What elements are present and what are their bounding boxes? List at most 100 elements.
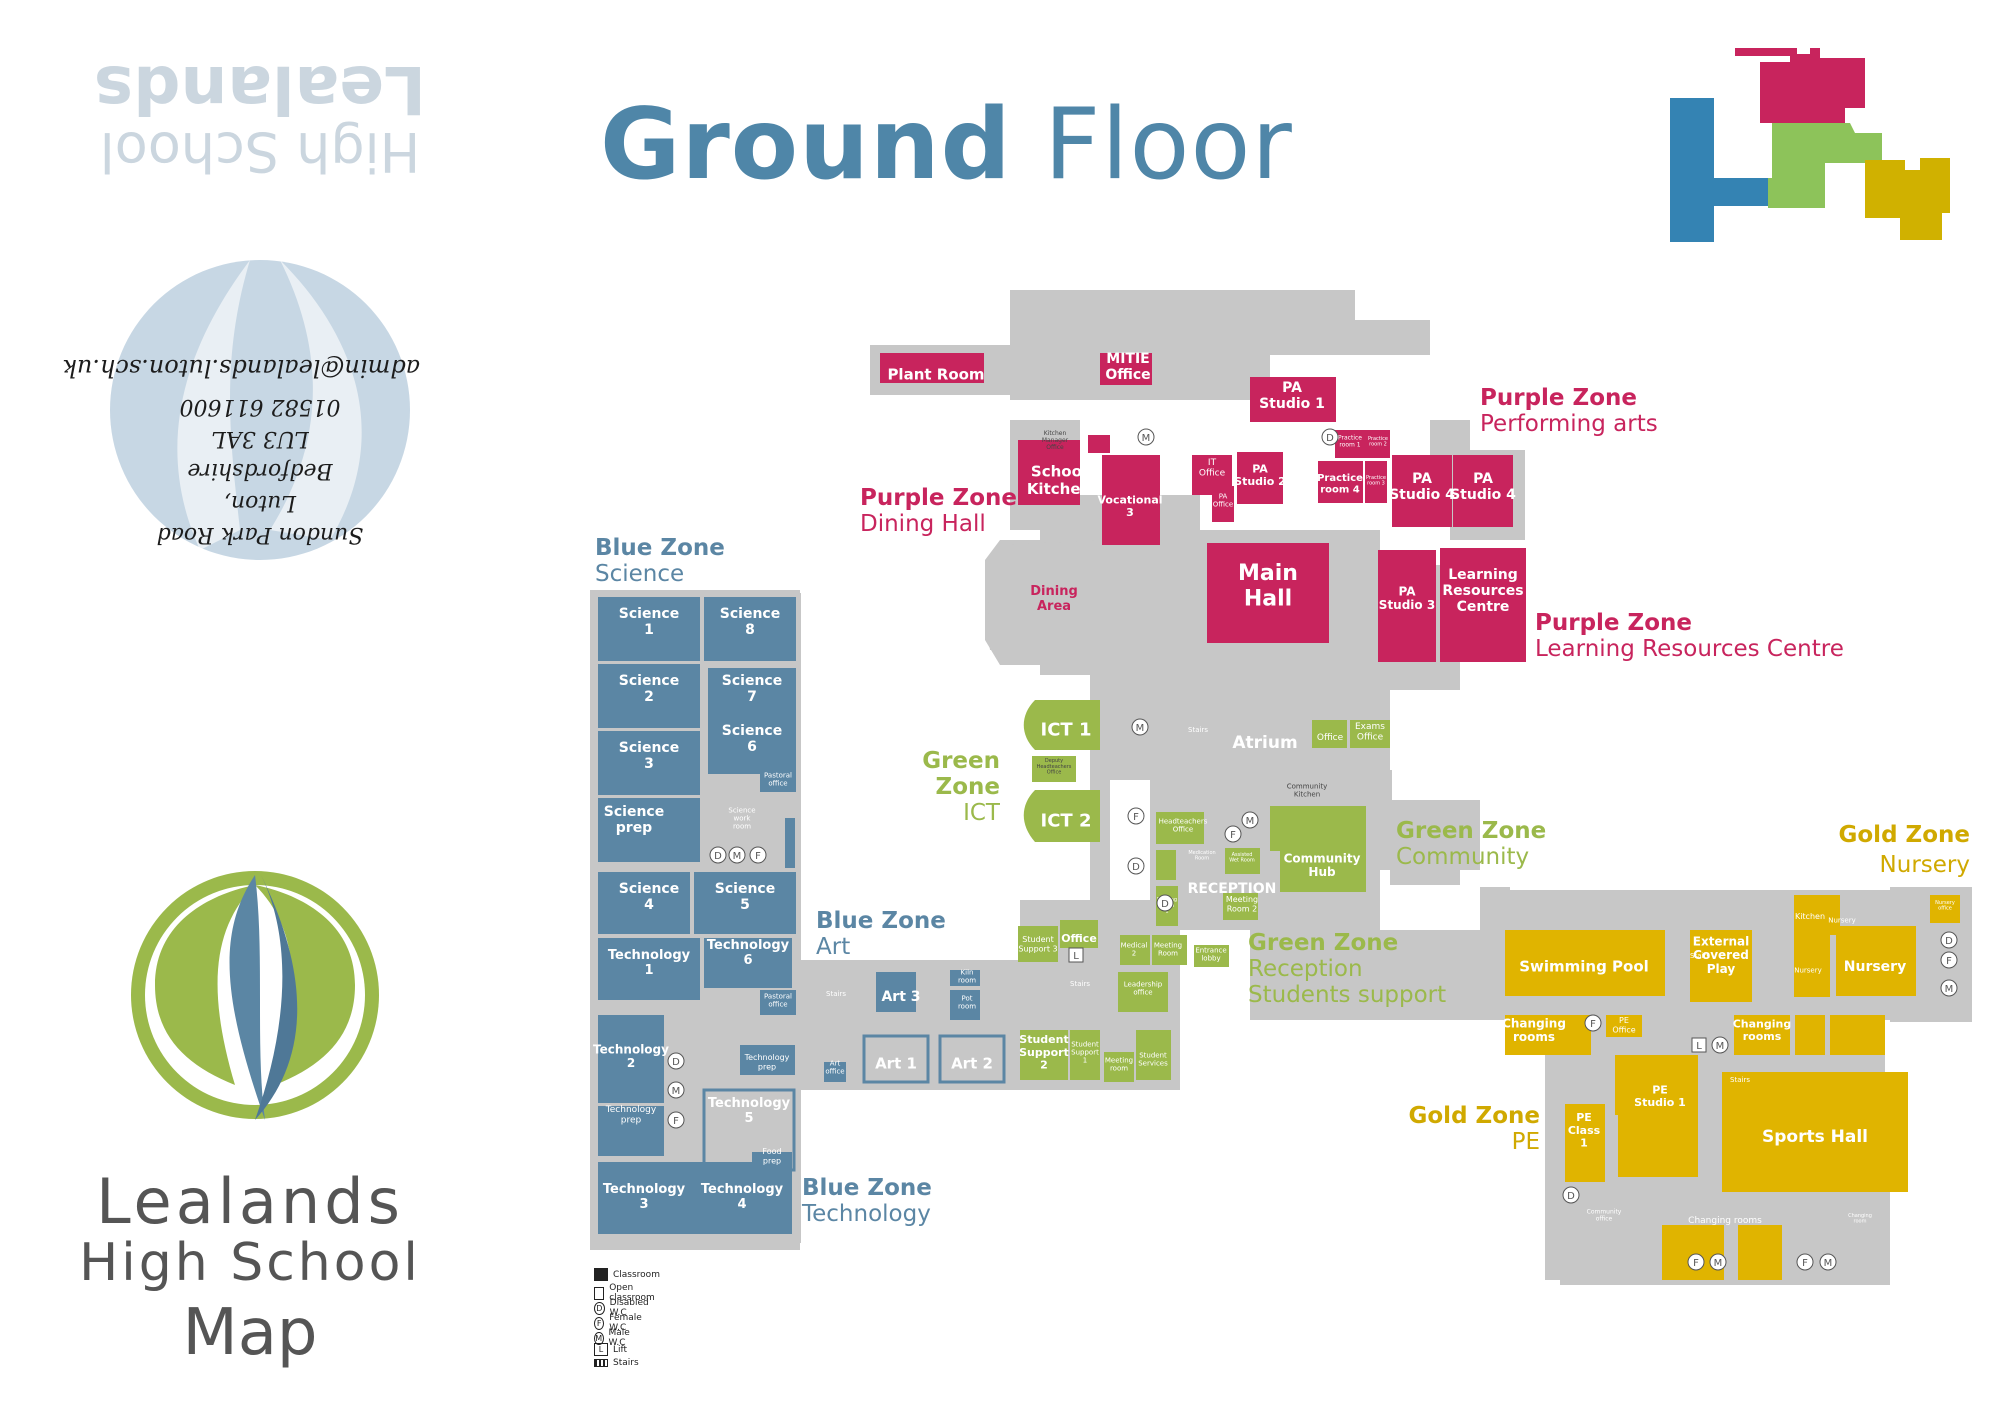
- blue-rooms: [593, 593, 1006, 1243]
- zone-green-rec-name: Green Zone: [1248, 930, 1399, 956]
- facility-d-label: D: [714, 851, 722, 862]
- zone-blue-art-sub: Art: [816, 934, 851, 960]
- facility-f-icon: [1127, 807, 1145, 825]
- facility-d-icon: [1562, 1186, 1580, 1204]
- facility-f-icon: [667, 1111, 685, 1129]
- zone-gold-nur-sub: Nursery: [1879, 852, 1970, 878]
- gold-rooms: [1505, 895, 1960, 1280]
- legend-disabled: Disabled W.C: [609, 1298, 649, 1318]
- mirrored-emblem: [110, 260, 410, 560]
- facility-m-label: M: [733, 851, 742, 862]
- facility-l-label: L: [1073, 951, 1079, 962]
- facility-f-label: F: [1693, 1258, 1699, 1269]
- title-bold: Ground: [600, 88, 1012, 202]
- facility-f-icon: [1796, 1253, 1814, 1271]
- title-light: Floor: [1043, 88, 1293, 202]
- legend-male: Male W.C: [608, 1328, 630, 1348]
- room-label-sports-hall: Sports Hall: [1762, 1127, 1868, 1147]
- stairs-label: Stairs: [1070, 980, 1090, 988]
- facility-m-label: M: [672, 1086, 681, 1097]
- facility-m-icon: [667, 1081, 685, 1099]
- legend-female-icon: F: [594, 1316, 605, 1330]
- zone-gold-pe-name: Gold Zone: [1408, 1103, 1541, 1129]
- facility-m-icon: [1819, 1253, 1837, 1271]
- facility-f-icon: [1940, 951, 1958, 969]
- legend-lift-icon: L: [594, 1343, 608, 1356]
- zone-green-com-sub: Community: [1396, 844, 1530, 870]
- legend-disabled-icon: D: [594, 1301, 605, 1315]
- zone-purple-dh-sub: Dining Hall: [860, 511, 986, 537]
- facility-f-icon: [1224, 825, 1242, 843]
- facility-f-label: F: [1590, 1019, 1596, 1030]
- room-label-office: Office: [1317, 733, 1344, 743]
- facility-d-icon: [1940, 931, 1958, 949]
- facility-d-label: D: [1161, 899, 1169, 910]
- zone-gold-nur-name: Gold Zone: [1838, 822, 1971, 848]
- facility-m-icon: [728, 846, 746, 864]
- room-label-nursery: Nursery: [1844, 959, 1906, 975]
- zone-overview-map: [1670, 48, 1950, 242]
- facility-d-label: D: [1326, 433, 1334, 444]
- legend-classroom-icon: [594, 1268, 608, 1281]
- room-label-swimming: Swimming Pool: [1519, 957, 1649, 975]
- legend-classroom: Classroom: [613, 1269, 660, 1280]
- legend-lift: Lift: [613, 1344, 628, 1355]
- facility-f-label: F: [1133, 812, 1139, 823]
- facility-m-icon: [1709, 1253, 1727, 1271]
- legend-stairs: Stairs: [613, 1358, 639, 1368]
- facility-m-icon: [1711, 1036, 1729, 1054]
- legend-female: Female W.C: [609, 1313, 642, 1333]
- facility-f-label: F: [673, 1116, 679, 1127]
- facility-l-label: L: [1696, 1041, 1702, 1052]
- dining-area: [988, 540, 1100, 650]
- stairs-label: Stairs: [1730, 1076, 1750, 1084]
- facility-f-icon: [749, 846, 767, 864]
- facility-d-label: D: [1567, 1191, 1575, 1202]
- room-label-plant: Plant Room: [887, 365, 984, 383]
- legend-male-icon: M: [594, 1331, 604, 1345]
- zone-purple-pa-name: Purple Zone: [1480, 385, 1637, 411]
- zone-gold-pe-sub: PE: [1511, 1129, 1540, 1155]
- zone-green-ict-sub: ICT: [963, 800, 1000, 826]
- school-logo-icon: [131, 871, 379, 1120]
- stairs-label: Stairs: [1128, 886, 1148, 894]
- green-rooms: [1018, 700, 1390, 1082]
